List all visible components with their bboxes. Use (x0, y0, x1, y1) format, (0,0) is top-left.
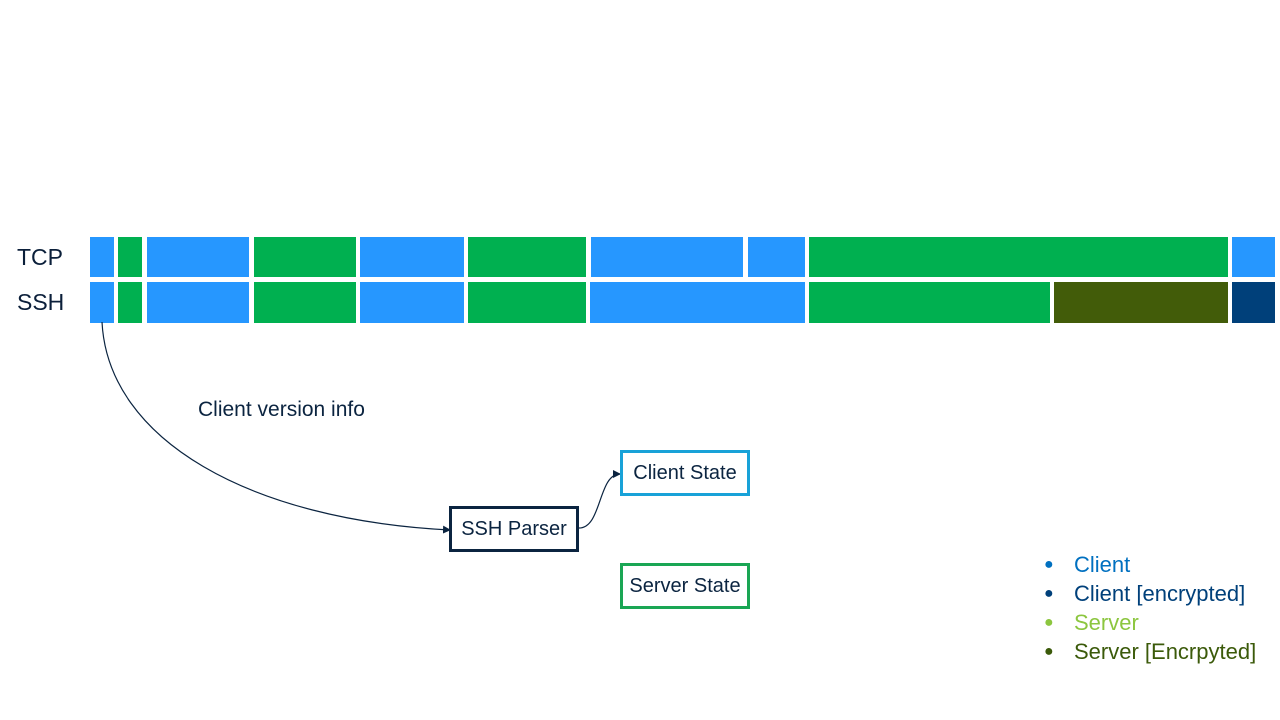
legend-label: Server (1074, 609, 1139, 635)
legend-label: Server [Encrpyted] (1074, 638, 1257, 664)
server-state-node: Server State (620, 563, 750, 609)
ssh-segment-server (468, 282, 586, 323)
bullet-icon: ● (1044, 613, 1054, 631)
server-state-label: Server State (629, 574, 741, 597)
tcp-segment-server (254, 237, 356, 277)
ssh-segment-server (809, 282, 1050, 323)
ssh-parser-label: SSH Parser (461, 517, 567, 540)
tcp-segment-server (809, 237, 1228, 277)
client-state-label: Client State (633, 461, 737, 484)
client-version-info-label: Client version info (198, 398, 365, 421)
legend-item-client-encrypted: ● Client [encrypted] (1044, 579, 1256, 608)
legend: ● Client ● Client [encrypted] ● Server ●… (1044, 550, 1256, 666)
ssh-segment-server-encrypted (1054, 282, 1228, 323)
tcp-segment-client (360, 237, 464, 277)
legend-label: Client (1074, 551, 1131, 577)
ssh-row-label: SSH (17, 289, 65, 315)
ssh-segment-client (590, 282, 805, 323)
tcp-segment-client (1232, 237, 1275, 277)
parser-to-client-state-arrow (578, 470, 621, 529)
tcp-segment-client (147, 237, 249, 277)
ssh-segment-client (90, 282, 114, 323)
legend-item-server-encrypted: ● Server [Encrpyted] (1044, 637, 1256, 666)
ssh-segment-server (118, 282, 142, 323)
ssh-parser-node: SSH Parser (449, 506, 579, 552)
tcp-segment-server (468, 237, 586, 277)
legend-label: Client [encrypted] (1074, 580, 1246, 606)
client-state-node: Client State (620, 450, 750, 496)
tcp-row-label: TCP (17, 244, 63, 270)
legend-item-server: ● Server (1044, 608, 1256, 637)
bullet-icon: ● (1044, 555, 1054, 573)
tcp-segment-server (118, 237, 142, 277)
ssh-segment-client-encrypted (1232, 282, 1275, 323)
bullet-icon: ● (1044, 642, 1054, 660)
tcp-segment-client (748, 237, 805, 277)
ssh-segment-server (254, 282, 356, 323)
tcp-segment-client (90, 237, 114, 277)
ssh-segment-client (147, 282, 249, 323)
version-info-arrow (101, 321, 451, 534)
bullet-icon: ● (1044, 584, 1054, 602)
tcp-segment-client (591, 237, 743, 277)
ssh-segment-client (360, 282, 464, 323)
legend-item-client: ● Client (1044, 550, 1256, 579)
